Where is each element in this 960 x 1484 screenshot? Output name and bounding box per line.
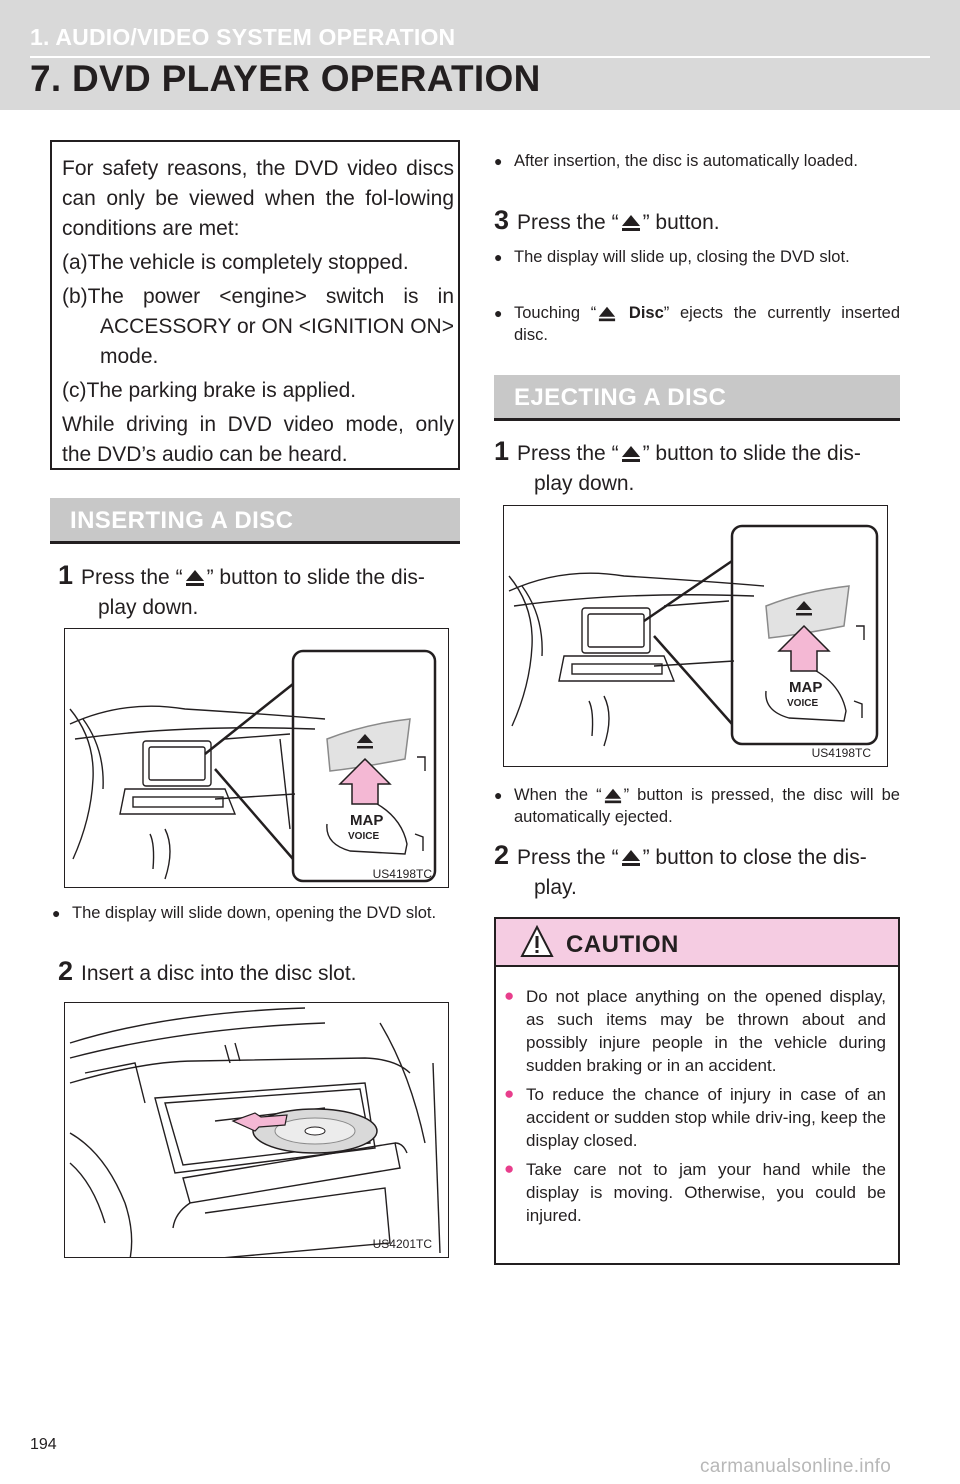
note-condition-a: (a)The vehicle is completely stopped. — [62, 251, 409, 274]
insert-bullet-3: The display will slide up, closing the D… — [494, 246, 900, 268]
figure-code: US4198TC — [372, 867, 432, 881]
header-divider — [30, 56, 930, 58]
caution-item: Take care not to jam your hand while the… — [504, 1157, 886, 1227]
map-label: MAP — [789, 679, 822, 696]
step-text: Press the “ — [517, 846, 619, 869]
step-text-cont: play down. — [98, 596, 199, 619]
step-number: 2 — [58, 956, 74, 986]
step-text: ” button. — [642, 211, 720, 234]
note-intro: For safety reasons, the DVD video discs … — [62, 157, 454, 240]
step-text-cont: play. — [534, 876, 577, 899]
step-number: 1 — [58, 560, 74, 590]
figure-insert-disc: US4201TC — [64, 1002, 449, 1258]
figure-display-button: MAP VOICE US4198TC — [64, 628, 449, 888]
bullet-text: ” button is pressed, the disc will be au… — [514, 786, 900, 826]
caution-item: To reduce the chance of injury in case o… — [504, 1082, 886, 1152]
eject-icon — [621, 215, 640, 232]
bullet-text: Touching “ — [514, 304, 597, 322]
figure-code: US4198TC — [811, 746, 871, 760]
page-number: 194 — [30, 1436, 57, 1453]
eject-step-2: 2 Press the “ ” button to close the dis- p… — [494, 840, 904, 903]
step-text: Press the “ — [517, 442, 619, 465]
insert-bullet-4: Touching “ Disc” ejects the currently in… — [494, 302, 900, 346]
step-number: 2 — [494, 840, 510, 870]
caution-title: CAUTION — [566, 931, 679, 958]
note-condition-b: (b)The power <engine> switch is in ACCES… — [62, 285, 454, 368]
watermark: carmanualsonline.info — [700, 1456, 892, 1477]
warning-triangle-icon — [520, 925, 554, 957]
safety-note: For safety reasons, the DVD video discs … — [50, 140, 460, 470]
page-header — [0, 0, 960, 110]
note-outro: While driving in DVD video mode, only th… — [62, 413, 454, 466]
dashboard-illustration: MAP VOICE — [508, 524, 879, 747]
step-number: 1 — [494, 436, 510, 466]
caution-item: Do not place anything on the opened disp… — [504, 984, 886, 1077]
voice-label: VOICE — [348, 831, 379, 842]
step-text: ” button to close the dis- — [642, 846, 867, 869]
eject-icon — [599, 306, 616, 321]
step-text-cont: play down. — [534, 472, 635, 495]
step-number: 3 — [494, 205, 510, 235]
step-text: Press the “ — [517, 211, 619, 234]
eject-bullet-1: When the “” button is pressed, the disc … — [494, 784, 900, 828]
step-text: Insert a disc into the disc slot. — [81, 962, 357, 985]
step-text: ” button to slide the dis- — [642, 442, 861, 465]
dashboard-illustration: MAP VOICE — [69, 649, 437, 883]
insert-step-3: 3 Press the “ ” button. — [494, 205, 904, 238]
eject-icon — [604, 788, 621, 803]
insert-step-1: 1 Press the “ ” button to slide the dis- p… — [58, 560, 468, 623]
inserting-heading-text: INSERTING A DISC — [70, 507, 294, 534]
note-condition-c: (c)The parking brake is applied. — [62, 379, 357, 402]
insert-bullet-2: After insertion, the disc is automatical… — [494, 150, 900, 172]
eject-icon — [185, 570, 204, 587]
caution-box: CAUTION Do not place anything on the ope… — [494, 917, 900, 1265]
ejecting-heading-text: EJECTING A DISC — [514, 384, 727, 411]
ejecting-heading: EJECTING A DISC — [494, 375, 900, 421]
figure-code: US4201TC — [372, 1237, 432, 1251]
inserting-heading: INSERTING A DISC — [50, 498, 460, 544]
bullet-bold: Disc — [618, 304, 664, 322]
page-title: 7. DVD PLAYER OPERATION — [30, 58, 541, 99]
voice-label: VOICE — [787, 698, 818, 709]
figure-eject-button: MAP VOICE US4198TC — [503, 505, 888, 767]
eject-icon — [621, 850, 640, 867]
bullet-text: When the “ — [514, 786, 602, 804]
insert-bullet-1: The display will slide down, opening the… — [52, 902, 460, 924]
caution-header: CAUTION — [496, 919, 898, 967]
insert-step-2: 2 Insert a disc into the disc slot. — [58, 956, 468, 989]
disc-slot-illustration — [69, 1007, 441, 1257]
caution-body: Do not place anything on the opened disp… — [496, 967, 898, 1227]
section-title: 1. AUDIO/VIDEO SYSTEM OPERATION — [30, 24, 456, 50]
step-text: Press the “ — [81, 566, 183, 589]
bullet-text: ” ejects the currently inserted disc. — [514, 304, 901, 344]
eject-icon — [621, 446, 640, 463]
step-text: ” button to slide the dis- — [206, 566, 425, 589]
map-label: MAP — [350, 812, 383, 829]
eject-step-1: 1 Press the “ ” button to slide the dis- p… — [494, 436, 904, 499]
